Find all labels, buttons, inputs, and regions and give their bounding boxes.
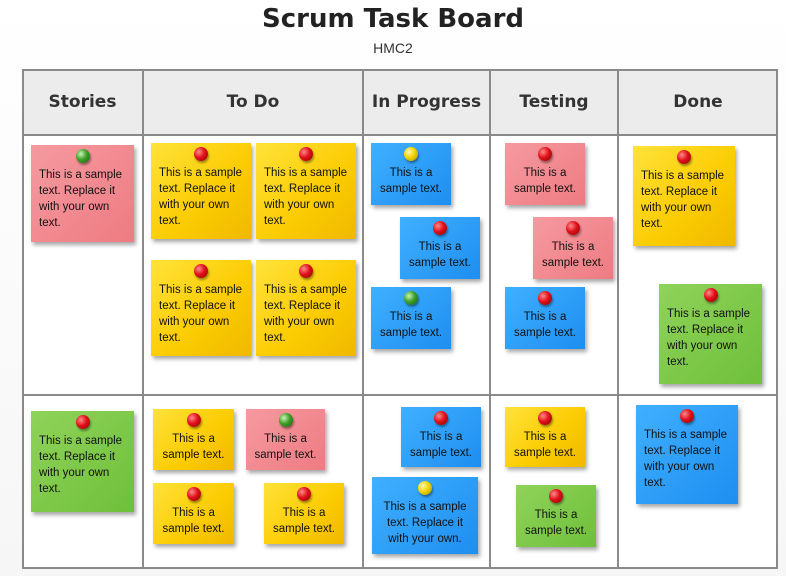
column-header-todo: To Do (226, 92, 280, 112)
sticky-note[interactable]: This is a sample text. (516, 485, 596, 547)
pushpin-icon (566, 221, 580, 235)
pushpin-icon (434, 411, 448, 425)
note-text: This is a sample text. (273, 507, 335, 535)
sticky-note[interactable]: This is a sample text. Replace it with y… (372, 477, 478, 554)
column-divider (617, 69, 619, 569)
pushpin-icon (404, 147, 418, 161)
sticky-note[interactable]: This is a sample text. (505, 287, 585, 349)
sticky-note[interactable]: This is a sample text. (153, 409, 234, 470)
sticky-note[interactable]: This is a sample text. Replace it with y… (31, 411, 134, 512)
pushpin-icon (680, 409, 694, 423)
sticky-note[interactable]: This is a sample text. (533, 217, 613, 279)
sticky-note[interactable]: This is a sample text. (400, 217, 480, 279)
note-text: This is a sample text. Replace it with y… (159, 167, 243, 227)
pushpin-icon (404, 291, 418, 305)
note-text: This is a sample text. Replace it with y… (641, 170, 725, 230)
note-text: This is a sample text. (380, 167, 442, 195)
column-divider (142, 69, 144, 569)
note-text: This is a sample text. Replace it with y… (159, 284, 243, 344)
pushpin-icon (538, 147, 552, 161)
pushpin-icon (75, 415, 90, 429)
note-text: This is a sample text. (514, 167, 576, 195)
note-text: This is a sample text. Replace it with y… (39, 435, 123, 495)
pushpin-icon (299, 264, 313, 278)
board-title: Scrum Task Board (261, 4, 525, 34)
sticky-note[interactable]: This is a sample text. Replace it with y… (151, 143, 251, 239)
column-divider (489, 69, 491, 569)
sticky-note[interactable]: This is a sample text. (246, 409, 325, 470)
sticky-note[interactable]: This is a sample text. (153, 483, 234, 544)
note-text: This is a sample text. (254, 433, 317, 461)
note-text: This is a sample text. Replace it with y… (264, 167, 348, 227)
sticky-note[interactable]: This is a sample text. (371, 287, 451, 349)
row-divider (22, 394, 778, 396)
note-text: This is a sample text. (514, 311, 576, 339)
sticky-note[interactable]: This is a sample text. Replace it with y… (256, 260, 356, 356)
sticky-note[interactable]: This is a sample text. Replace it with y… (659, 284, 762, 384)
note-text: This is a sample text. (410, 431, 472, 459)
note-text: This is a sample text. Replace it with y… (39, 169, 123, 229)
sticky-note[interactable]: This is a sample text. (264, 483, 344, 544)
pushpin-icon (433, 221, 447, 235)
note-text: This is a sample text. (162, 507, 225, 535)
note-text: This is a sample text. (525, 509, 587, 537)
pushpin-icon (194, 264, 208, 278)
header-row (22, 69, 778, 136)
column-header-done: Done (673, 92, 723, 112)
column-header-stories: Stories (48, 92, 117, 112)
column-header-in-progress: In Progress (371, 92, 482, 112)
pushpin-icon (75, 149, 90, 163)
sticky-note[interactable]: This is a sample text. Replace it with y… (636, 405, 738, 504)
sticky-note[interactable]: This is a sample text. (505, 143, 585, 205)
note-text: This is a sample text. Replace it with y… (383, 501, 467, 545)
sticky-note[interactable]: This is a sample text. Replace it with y… (31, 145, 134, 242)
pushpin-icon (278, 413, 293, 427)
column-header-testing: Testing (519, 92, 589, 112)
pushpin-icon (677, 150, 691, 164)
column-divider (362, 69, 364, 569)
pushpin-icon (297, 487, 311, 501)
note-text: This is a sample text. Replace it with y… (644, 429, 728, 489)
pushpin-icon (538, 291, 552, 305)
note-text: This is a sample text. Replace it with y… (667, 308, 751, 368)
pushpin-icon (703, 288, 718, 302)
note-text: This is a sample text. (162, 433, 225, 461)
pushpin-icon (299, 147, 313, 161)
note-text: This is a sample text. (380, 311, 442, 339)
note-text: This is a sample text. (542, 241, 604, 269)
sticky-note[interactable]: This is a sample text. Replace it with y… (151, 260, 251, 356)
sticky-note[interactable]: This is a sample text. Replace it with y… (256, 143, 356, 239)
pushpin-icon (418, 481, 432, 495)
sticky-note[interactable]: This is a sample text. (401, 407, 481, 467)
note-text: This is a sample text. (409, 241, 471, 269)
pushpin-icon (538, 411, 552, 425)
pushpin-icon (186, 413, 201, 427)
pushpin-icon (186, 487, 201, 501)
sticky-note[interactable]: This is a sample text. (505, 407, 585, 467)
sticky-note[interactable]: This is a sample text. Replace it with y… (633, 146, 735, 246)
note-text: This is a sample text. (514, 431, 576, 459)
sticky-note[interactable]: This is a sample text. (371, 143, 451, 205)
pushpin-icon (549, 489, 563, 503)
board-subtitle: HMC2 (373, 40, 413, 56)
pushpin-icon (194, 147, 208, 161)
note-text: This is a sample text. Replace it with y… (264, 284, 348, 344)
